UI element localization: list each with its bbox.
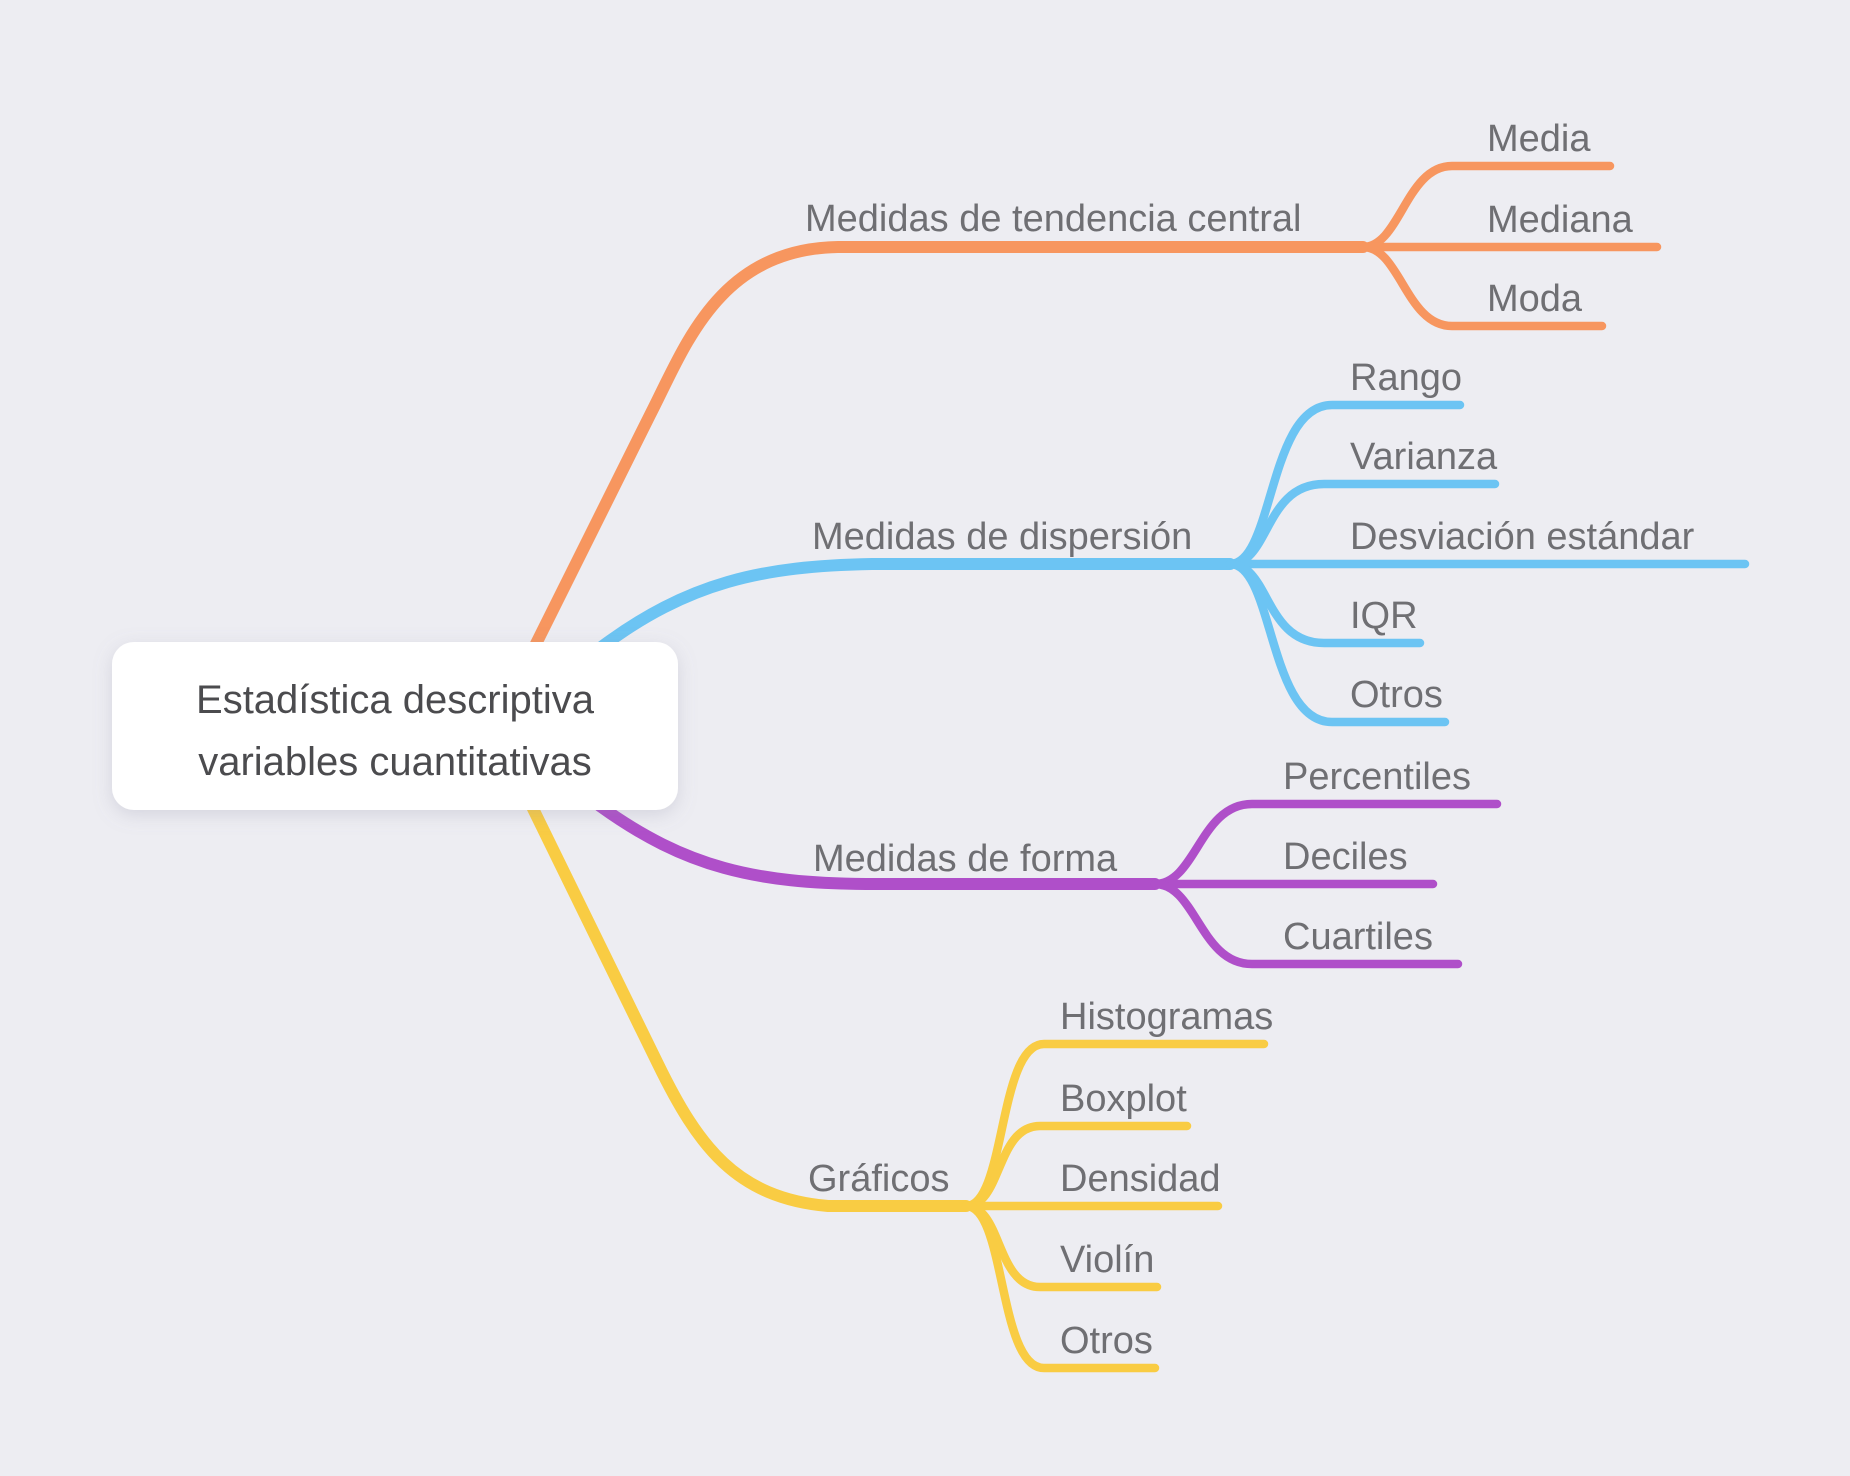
branch-tendencia-central-child-moda-label[interactable]: Moda xyxy=(1487,278,1583,320)
branch-dispersion-child-rango-label[interactable]: Rango xyxy=(1350,357,1462,399)
branch-graficos-trunk-line xyxy=(512,772,972,1212)
branch-tendencia-central-child-media-label[interactable]: Media xyxy=(1487,118,1591,160)
root-node[interactable]: Estadística descriptiva variables cuanti… xyxy=(112,642,678,810)
branch-dispersion-child-otros-label[interactable]: Otros xyxy=(1350,674,1443,716)
branch-tendencia-central-label[interactable]: Medidas de tendencia central xyxy=(805,198,1301,240)
branch-graficos-label[interactable]: Gráficos xyxy=(808,1158,949,1200)
branch-graficos-child-densidad-label[interactable]: Densidad xyxy=(1060,1158,1221,1200)
branch-forma-child-cuartiles-line xyxy=(1150,879,1463,969)
branch-forma: Medidas de forma Percentiles Deciles Cua… xyxy=(594,756,1502,969)
branch-forma-child-cuartiles-label[interactable]: Cuartiles xyxy=(1283,916,1433,958)
branch-forma-child-deciles-label[interactable]: Deciles xyxy=(1283,836,1408,878)
root-node-box[interactable] xyxy=(112,642,678,810)
branch-graficos-child-otros-label[interactable]: Otros xyxy=(1060,1320,1153,1362)
root-node-title-line1[interactable]: Estadística descriptiva xyxy=(196,678,595,722)
branch-dispersion-child-desviacion-label[interactable]: Desviación estándar xyxy=(1350,516,1695,558)
branch-graficos: Gráficos Histogramas Boxplot Densidad Vi… xyxy=(512,772,1273,1373)
branch-graficos-child-otros-line xyxy=(961,1201,1160,1373)
branch-tendencia-central-child-moda-line xyxy=(1358,242,1607,331)
branch-graficos-child-histogramas-label[interactable]: Histogramas xyxy=(1060,996,1273,1038)
branch-tendencia-central: Medidas de tendencia central Media Media… xyxy=(502,118,1662,706)
branch-dispersion-child-varianza-label[interactable]: Varianza xyxy=(1350,436,1498,478)
branch-forma-child-percentiles-label[interactable]: Percentiles xyxy=(1283,756,1471,798)
branch-forma-label[interactable]: Medidas de forma xyxy=(813,838,1118,880)
branch-forma-trunk-line xyxy=(594,800,1161,890)
branch-dispersion-child-otros-line xyxy=(1225,559,1450,727)
branch-graficos-child-violin-label[interactable]: Violín xyxy=(1060,1239,1154,1281)
branch-dispersion: Medidas de dispersión Rango Varianza Des… xyxy=(594,357,1750,727)
root-node-title-line2[interactable]: variables cuantitativas xyxy=(198,740,592,784)
branch-graficos-child-boxplot-label[interactable]: Boxplot xyxy=(1060,1078,1187,1120)
branch-tendencia-central-child-mediana-label[interactable]: Mediana xyxy=(1487,199,1634,241)
branch-dispersion-label[interactable]: Medidas de dispersión xyxy=(812,516,1192,558)
branch-tendencia-central-trunk-line xyxy=(502,241,1369,706)
branch-dispersion-child-iqr-label[interactable]: IQR xyxy=(1350,595,1418,637)
branch-dispersion-trunk-line xyxy=(594,558,1236,654)
